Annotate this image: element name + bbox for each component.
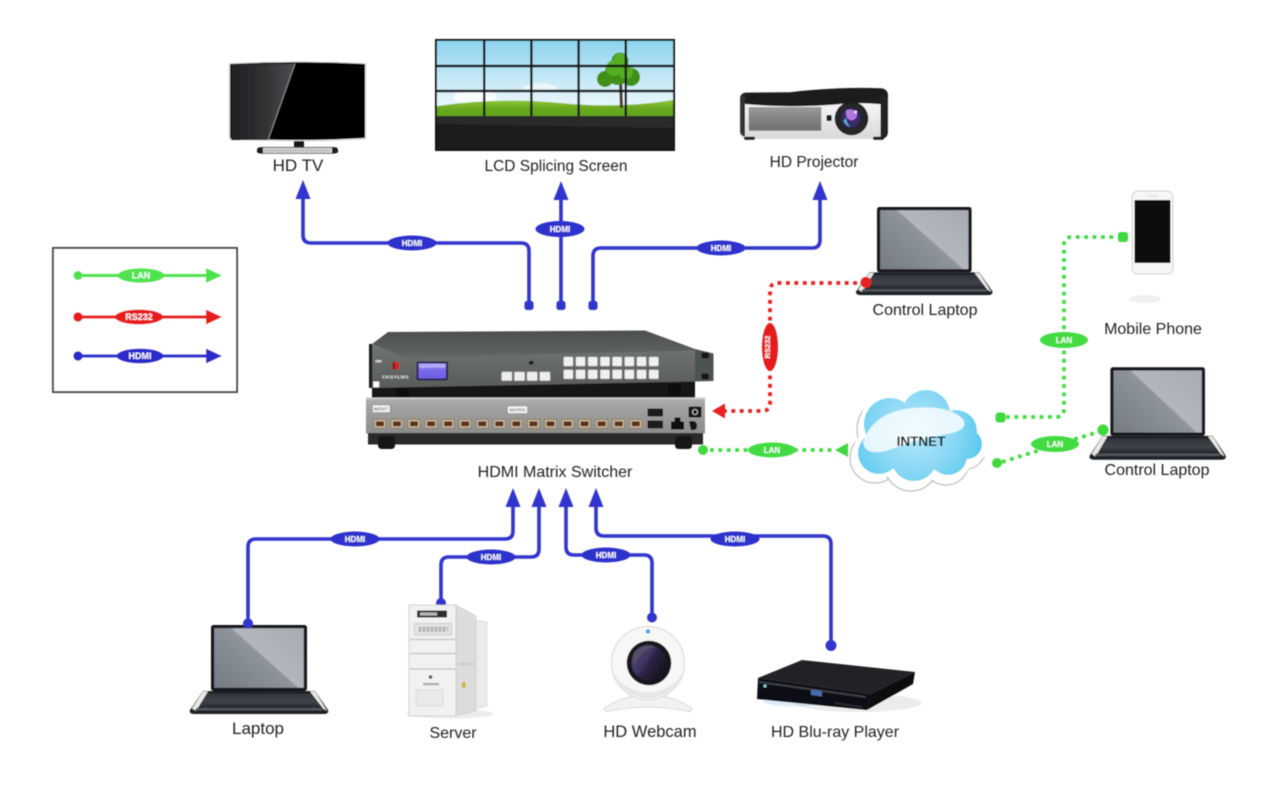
svg-text:HDMI: HDMI [345,535,365,544]
svg-text:Laptop: Laptop [232,719,284,738]
svg-text:HDMI: HDMI [711,244,731,253]
svg-text:Server: Server [429,725,477,742]
svg-text:LAN: LAN [1056,336,1073,345]
svg-text:LAN: LAN [1047,440,1064,449]
svg-text:RS232: RS232 [125,312,153,322]
svg-text:HDMI: HDMI [129,351,152,361]
svg-text:HD Blu-ray Player: HD Blu-ray Player [771,724,900,741]
svg-text:HD Webcam: HD Webcam [603,723,696,741]
svg-text:HDMI Matrix Switcher: HDMI Matrix Switcher [478,464,633,481]
svg-text:Control Laptop: Control Laptop [873,302,978,319]
svg-text:CKGYLWS: CKGYLWS [382,375,409,381]
svg-text:INTNET: INTNET [897,434,947,449]
svg-text:HDMI: HDMI [402,239,422,248]
svg-text:HD TV: HD TV [273,156,324,175]
svg-text:Control Laptop: Control Laptop [1105,462,1210,479]
svg-text:MATRIX: MATRIX [510,408,526,413]
svg-text:IN/OUT: IN/OUT [374,407,389,412]
svg-text:HDMI: HDMI [725,535,745,544]
svg-text:LAN: LAN [132,271,151,281]
svg-text:HDMI: HDMI [596,551,616,560]
svg-text:HD Projector: HD Projector [770,154,859,171]
svg-text:HDMI: HDMI [481,553,501,562]
svg-text:RS232: RS232 [763,336,772,359]
svg-text:Mobile Phone: Mobile Phone [1104,321,1202,338]
svg-text:LCD Splicing Screen: LCD Splicing Screen [484,158,627,175]
svg-text:LAN: LAN [764,446,781,455]
svg-text:HDMI: HDMI [550,225,570,234]
